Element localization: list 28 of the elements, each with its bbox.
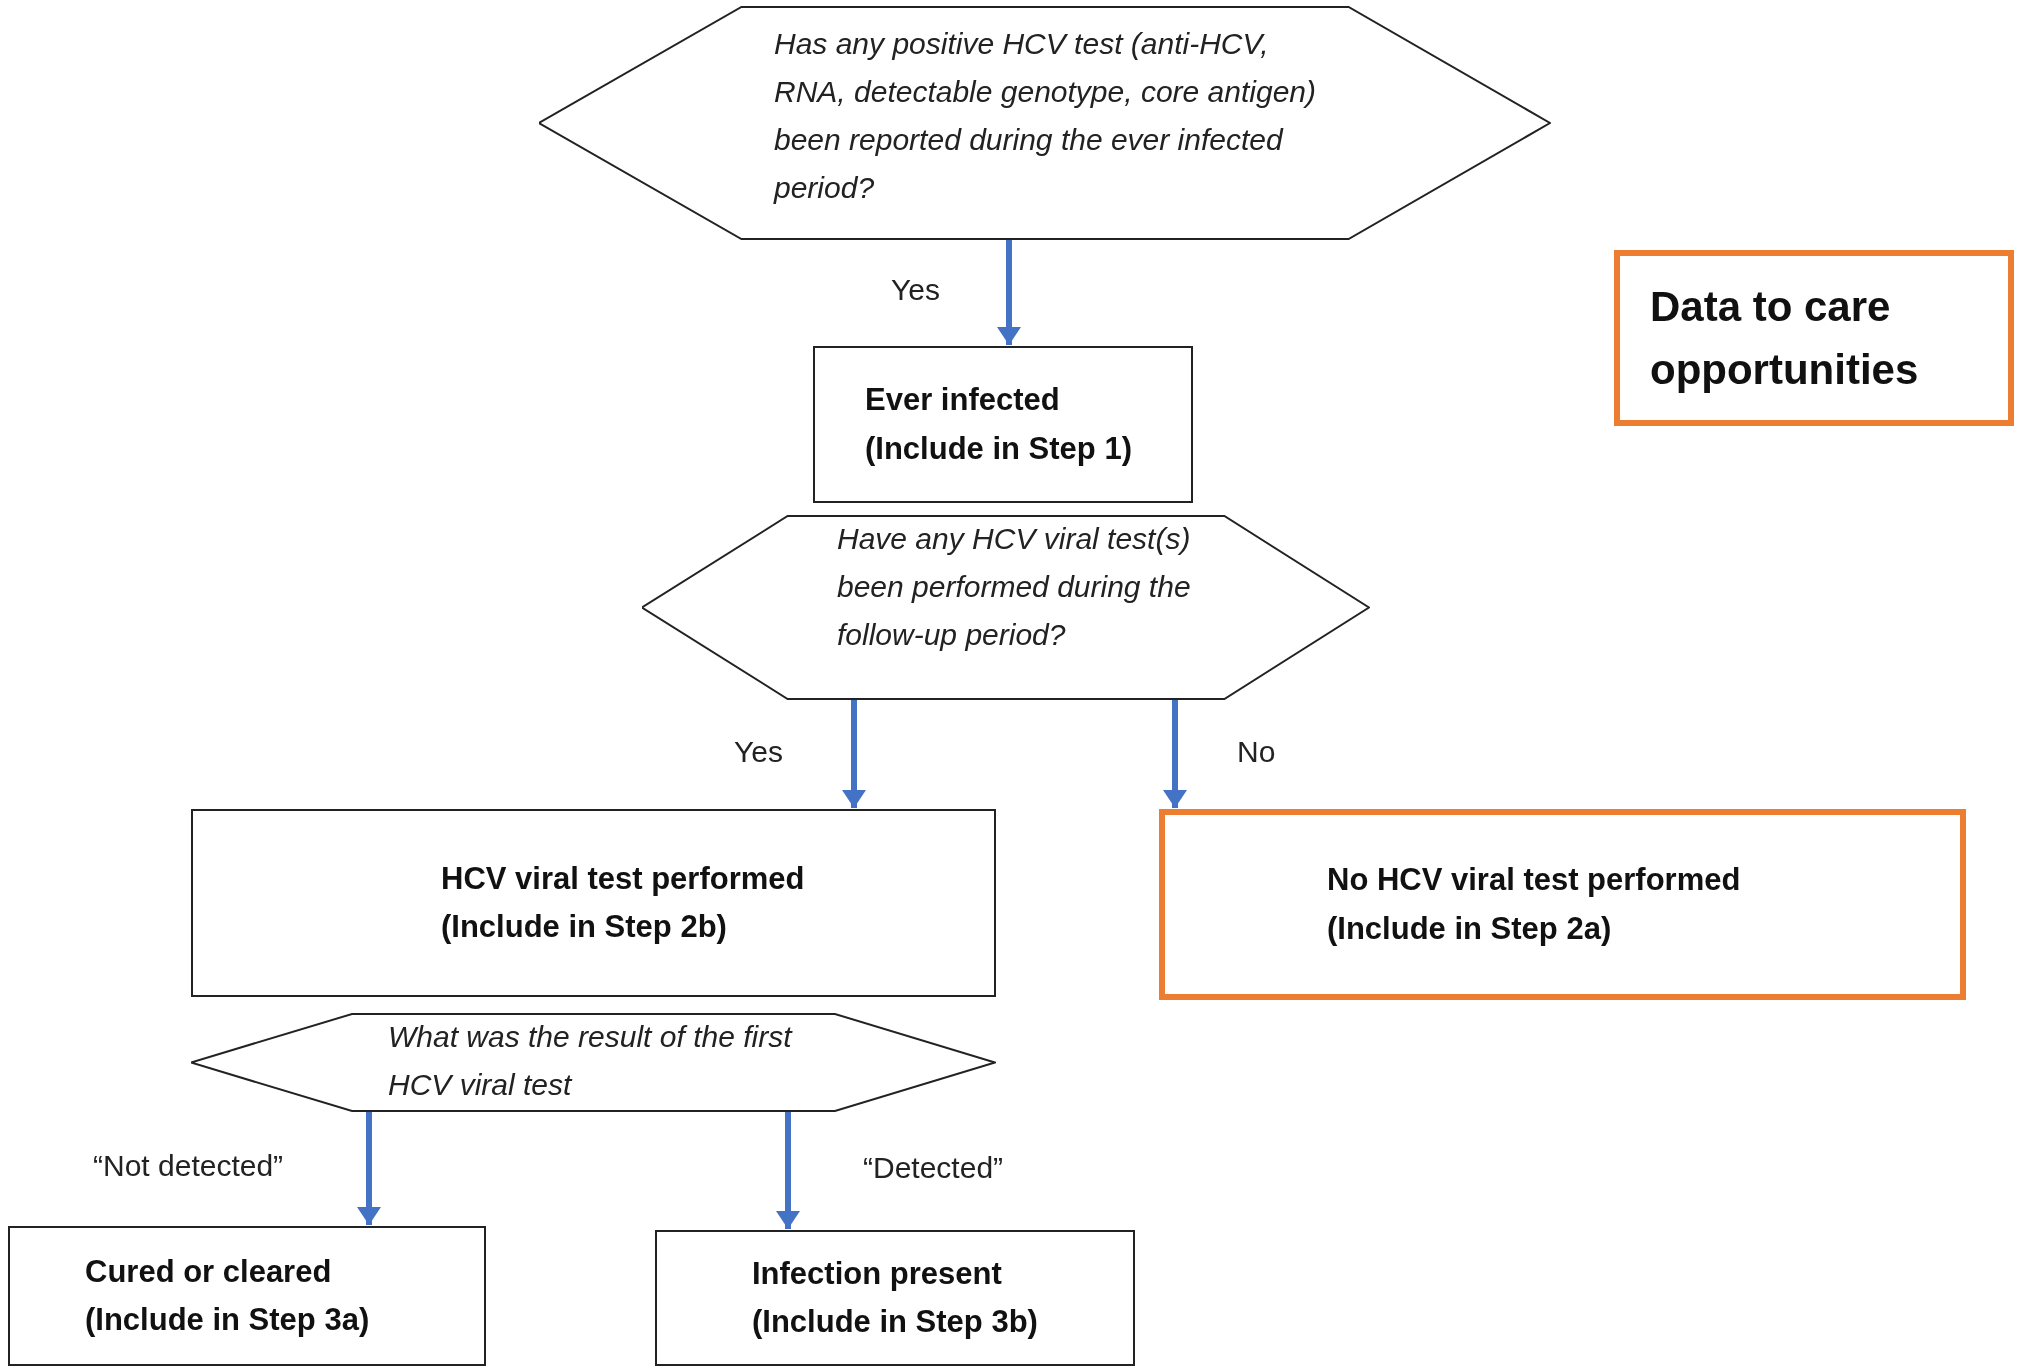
arrow — [997, 240, 1021, 345]
process-box — [191, 809, 996, 997]
box-note: (Include in Step 2b) — [441, 908, 728, 946]
highlight-box — [1614, 250, 2014, 426]
question-text: What was the result of the first HCV viral test — [388, 1019, 794, 1103]
process-box — [8, 1226, 486, 1366]
arrow — [357, 1112, 381, 1225]
arrow — [776, 1112, 800, 1229]
arrow — [1163, 700, 1187, 808]
highlight-box — [1159, 809, 1966, 1000]
process-box — [813, 346, 1193, 503]
box-heading: Infection present — [752, 1254, 1003, 1293]
box-note: (Include in Step 1) — [865, 429, 1133, 468]
process-box — [655, 1230, 1135, 1366]
box-note: (Include in Step 2a) — [1327, 909, 1613, 948]
decision-hexagon — [539, 6, 1551, 240]
box-heading: Ever infected — [865, 381, 1061, 420]
decision-hexagon — [191, 1013, 996, 1112]
box-heading: Data to care opportunities — [1650, 282, 1920, 395]
question-text: Has any positive HCV test (anti-HCV, RNA, detectable genotype, core antigen) been reported during the ever infected period? — [774, 26, 1317, 206]
decision-hexagon — [642, 515, 1370, 700]
arrow — [842, 700, 866, 808]
box-heading: No HCV viral test performed — [1327, 861, 1742, 900]
box-heading: Cured or cleared — [85, 1252, 333, 1291]
question-text: Have any HCV viral test(s) been performed during the follow-up period? — [837, 521, 1192, 653]
box-note: (Include in Step 3b) — [752, 1303, 1039, 1341]
box-note: (Include in Step 3a) — [85, 1301, 371, 1339]
box-heading: HCV viral test performed — [441, 859, 806, 898]
